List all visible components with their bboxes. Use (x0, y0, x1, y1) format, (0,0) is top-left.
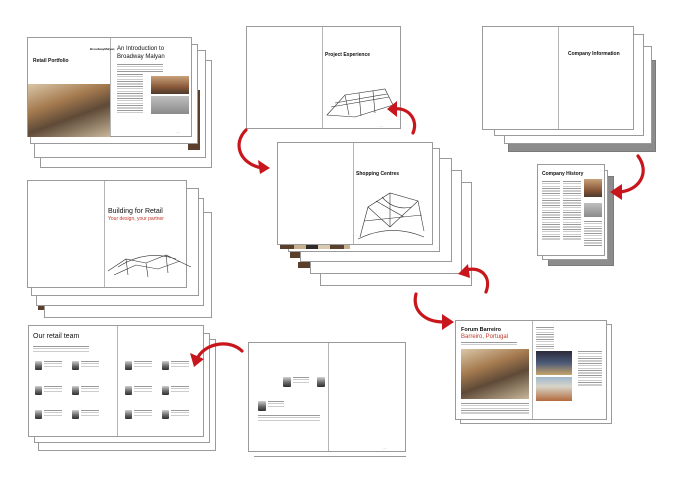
team-bio (171, 361, 189, 367)
team-bio (81, 410, 99, 416)
team-bio (44, 410, 62, 416)
front-page: Project Experience ····· (246, 26, 401, 129)
spread-subtitle: Barreiro, Portugal (461, 334, 509, 340)
team-bio (134, 410, 152, 416)
project-info (536, 327, 554, 349)
history-photo (584, 203, 602, 217)
team-bio (134, 361, 152, 367)
cover-photo-escalator (28, 84, 110, 137)
history-text-col1 (542, 181, 560, 241)
spread-company-information[interactable]: Company Information (470, 20, 660, 160)
team-bio (44, 361, 62, 367)
front-page: ····· (248, 342, 406, 452)
team-bio (81, 361, 99, 367)
flow-arrow-3 (610, 154, 645, 200)
project-body (461, 403, 529, 415)
spread-building-for-retail[interactable]: Building for Retail Your design, your pa… (0, 170, 230, 320)
spread-retail-portfolio[interactable]: BroadwayMalyan Retail Portfolio An Intro… (0, 0, 230, 180)
shopping-centre-sketch (357, 192, 425, 240)
team-portrait (125, 361, 132, 370)
team-portrait (35, 386, 42, 395)
team-portrait (35, 361, 42, 370)
project-summary (461, 342, 517, 346)
logo: BroadwayMalyan (90, 47, 115, 51)
spread-title: Company History (542, 171, 584, 177)
team-bio-long (258, 415, 320, 421)
front-page: Company History (537, 164, 605, 256)
project-sketch (326, 88, 394, 118)
team-portrait (125, 410, 132, 419)
flow-arrow-1 (237, 128, 270, 174)
flow-arrow-5 (413, 292, 454, 330)
team-portrait (162, 410, 169, 419)
team-bio (134, 386, 152, 392)
team-portrait (35, 410, 42, 419)
spread-our-retail-team[interactable]: Our retail team (20, 325, 220, 455)
project-photo-exterior (536, 377, 572, 401)
flow-arrow-6 (190, 342, 244, 367)
history-photo (584, 179, 602, 197)
team-bio (44, 386, 62, 392)
team-portrait (283, 377, 291, 387)
project-photo-interior (461, 349, 529, 399)
building-sketch (107, 254, 192, 278)
front-page: Building for Retail Your design, your pa… (27, 180, 192, 288)
team-portrait (72, 361, 79, 370)
front-page: Shopping Centres (277, 142, 433, 245)
team-bio (293, 377, 309, 383)
front-page: Company Information (482, 26, 634, 130)
intro-text (33, 346, 89, 352)
team-portrait (162, 361, 169, 370)
team-portrait (125, 386, 132, 395)
spread-title: Forum Barreiro (461, 327, 502, 333)
spread-title: Shopping Centres (356, 171, 400, 177)
spread-title: Project Experience (325, 52, 371, 58)
spread-subtitle: Your design, your partner (108, 216, 164, 222)
team-bio (171, 410, 189, 416)
project-photo-mall (536, 351, 572, 375)
intro-photo-top (151, 76, 189, 94)
intro-photo-bottom (151, 96, 189, 114)
page-footer: ····· (379, 125, 384, 128)
bottom-photo-strip (280, 245, 350, 249)
spread-shopping-centres[interactable]: Shopping Centres (270, 140, 480, 295)
project-side-text (578, 351, 602, 387)
page-footer: ····· (383, 447, 388, 450)
spread-forum-barreiro[interactable]: Forum Barreiro Barreiro, Portugal (450, 318, 620, 428)
history-text-col2 (563, 181, 581, 241)
spread-title: Building for Retail (108, 208, 163, 215)
flow-arrow-2 (387, 101, 417, 135)
spread-title: Our retail team (33, 333, 80, 340)
team-portrait (162, 386, 169, 395)
front-page: Forum Barreiro Barreiro, Portugal (455, 320, 607, 420)
spread-title: Company Information (568, 51, 620, 57)
team-portrait (72, 386, 79, 395)
spread-team-portraits[interactable]: ····· (248, 342, 408, 460)
history-text-col3 (584, 221, 602, 247)
intro-text (117, 64, 163, 72)
team-bio (268, 401, 284, 407)
intro-title: An Introduction to Broadway Malyan (117, 46, 165, 60)
page-footer: ····· (176, 131, 181, 134)
team-portrait (258, 401, 266, 411)
team-portrait (317, 377, 325, 387)
spread-project-experience[interactable]: Project Experience ····· (240, 20, 410, 135)
intro-body (117, 74, 143, 114)
front-page: BroadwayMalyan Retail Portfolio An Intro… (27, 37, 192, 137)
cover-title: Retail Portfolio (33, 58, 69, 64)
team-portrait (72, 410, 79, 419)
front-page: Our retail team (28, 325, 204, 437)
team-bio (81, 386, 99, 392)
flow-arrow-4 (458, 264, 490, 294)
team-bio (171, 386, 189, 392)
spread-company-history[interactable]: Company History (530, 162, 620, 272)
